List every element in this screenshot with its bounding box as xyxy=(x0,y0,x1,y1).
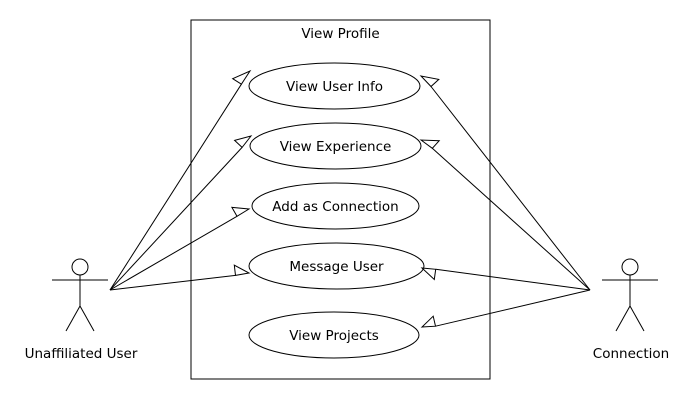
use-case-message-user[interactable] xyxy=(248,242,425,290)
use-case-add-as-connection[interactable] xyxy=(251,182,420,230)
association-left-to-view-user-info xyxy=(109,69,252,291)
actor-right-leg xyxy=(79,305,95,332)
association-left-to-add-as-connection xyxy=(109,206,251,291)
association-right-to-view-experience xyxy=(419,139,591,291)
association-right-to-message-user xyxy=(420,267,591,291)
system-title: View Profile xyxy=(301,26,379,42)
use-case-view-projects[interactable] xyxy=(248,311,420,359)
use-case-view-experience[interactable] xyxy=(249,122,422,170)
actor-left-leg xyxy=(615,305,631,332)
actor-left-leg xyxy=(65,305,81,332)
actor-label-right: Connection xyxy=(593,346,669,362)
use-case-label: Message User xyxy=(289,259,384,275)
association-right-to-view-projects xyxy=(420,289,591,328)
actor-head-icon xyxy=(621,258,639,276)
actor-connection[interactable] xyxy=(602,258,658,332)
use-case-view-user-info[interactable] xyxy=(248,62,421,110)
association-left-to-message-user xyxy=(109,264,251,291)
use-case-label: View User Info xyxy=(286,79,383,95)
association-right-to-view-user-info xyxy=(419,75,591,291)
use-case-label: View Projects xyxy=(289,328,379,344)
actor-right-leg xyxy=(629,305,645,332)
use-case-label: Add as Connection xyxy=(272,199,398,215)
actor-head-icon xyxy=(71,258,89,276)
use-case-label: View Experience xyxy=(280,139,392,155)
association-left-to-view-experience xyxy=(109,135,253,291)
actor-label-left: Unaffiliated User xyxy=(25,346,138,362)
actor-unaffiliated-user[interactable] xyxy=(52,258,108,332)
